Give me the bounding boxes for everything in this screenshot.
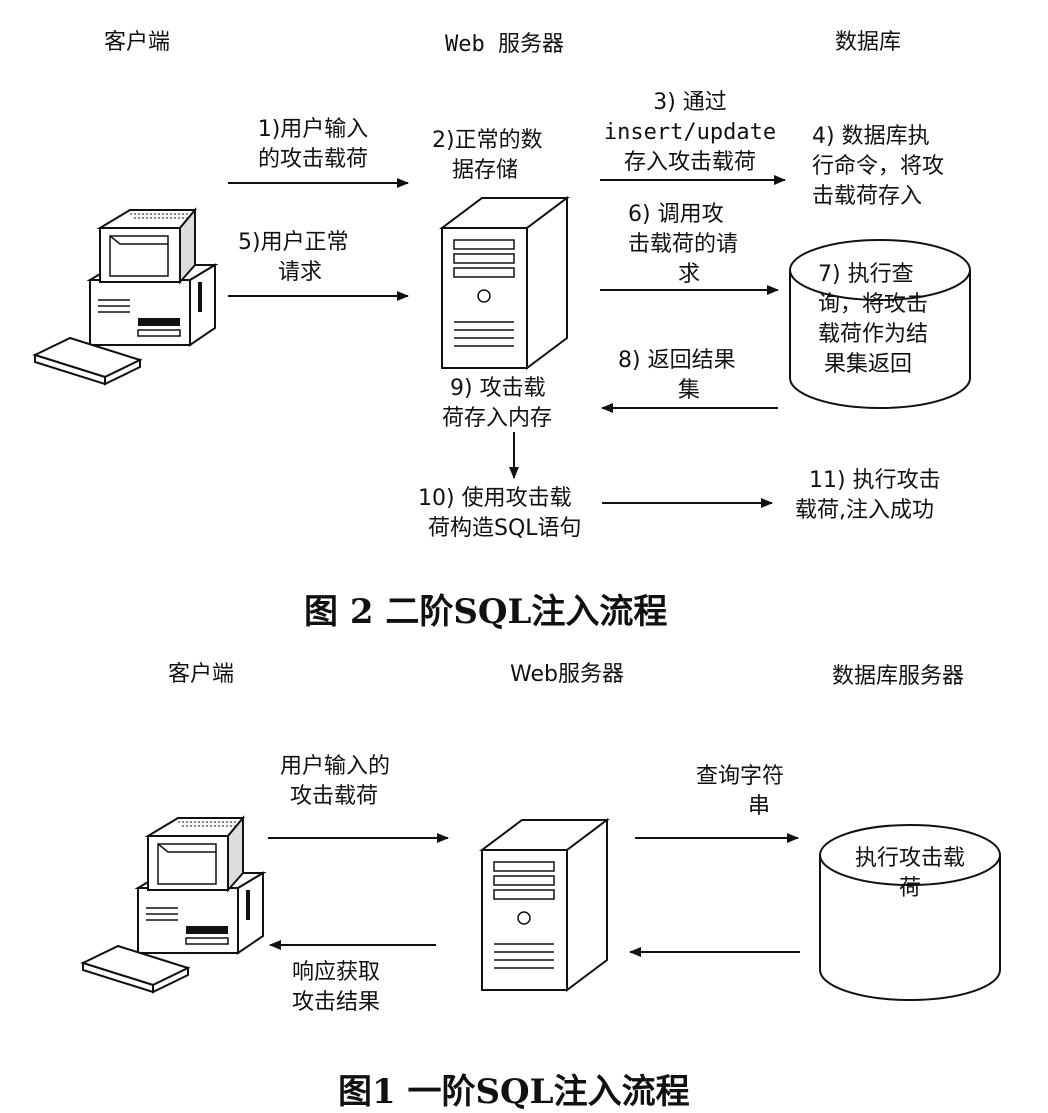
fig2-step6-label: 6) 调用攻 击载荷的请 求 bbox=[628, 202, 739, 287]
fig1-input-label: 用户输入的攻击载荷 bbox=[280, 754, 391, 809]
fig2-step8-label: 8) 返回结果集 bbox=[618, 348, 736, 403]
fig2-database-cylinder bbox=[789, 239, 971, 409]
fig2-web-server-icon bbox=[441, 197, 568, 369]
fig1-caption: 图1 一阶SQL注入流程 bbox=[338, 1072, 690, 1112]
fig2-step3-label: 3) 通过 insert/update 存入攻击载荷 bbox=[603, 90, 777, 175]
fig2-step1-label: 1)用户输入的攻击载荷 bbox=[257, 117, 369, 172]
fig2-header-database: 数据库 bbox=[835, 30, 902, 55]
fig2-step7-label: 7) 执行查 询，将攻击 载荷作为结 果集返回 bbox=[818, 262, 929, 377]
fig2-header-web-server: Web 服务器 bbox=[445, 32, 564, 57]
fig2-caption: 图 2 二阶SQL注入流程 bbox=[304, 592, 668, 632]
fig2-step11-label: 11) 执行攻击载荷,注入成功 bbox=[795, 468, 941, 523]
fig1-client-computer-icon bbox=[82, 817, 264, 993]
fig2-header-client: 客户端 bbox=[104, 30, 171, 55]
fig1-web-server-icon bbox=[481, 819, 608, 991]
fig2-step5-label: 5)用户正常请求 bbox=[238, 230, 349, 285]
fig2-step2-label: 2)正常的数据存储 bbox=[432, 128, 543, 183]
fig2-step9-label: 9) 攻击载荷存入内存 bbox=[442, 376, 553, 431]
fig2-step4-label: 4) 数据库执 行命令，将攻 击载荷存入 bbox=[812, 124, 945, 209]
fig1-query-label: 查询字符串 bbox=[696, 764, 785, 819]
fig1-exec-label: 执行攻击载荷 bbox=[854, 846, 965, 901]
fig1-header-web-server: Web服务器 bbox=[510, 662, 624, 687]
fig2-step10-label: 10) 使用攻击载荷构造SQL语句 bbox=[418, 486, 582, 541]
fig1-header-database-server: 数据库服务器 bbox=[832, 664, 965, 689]
fig1-database-cylinder bbox=[819, 824, 1001, 1001]
fig1-header-client: 客户端 bbox=[168, 662, 235, 687]
fig2-client-computer-icon bbox=[34, 209, 216, 385]
fig1-response-label: 响应获取攻击结果 bbox=[292, 960, 381, 1015]
